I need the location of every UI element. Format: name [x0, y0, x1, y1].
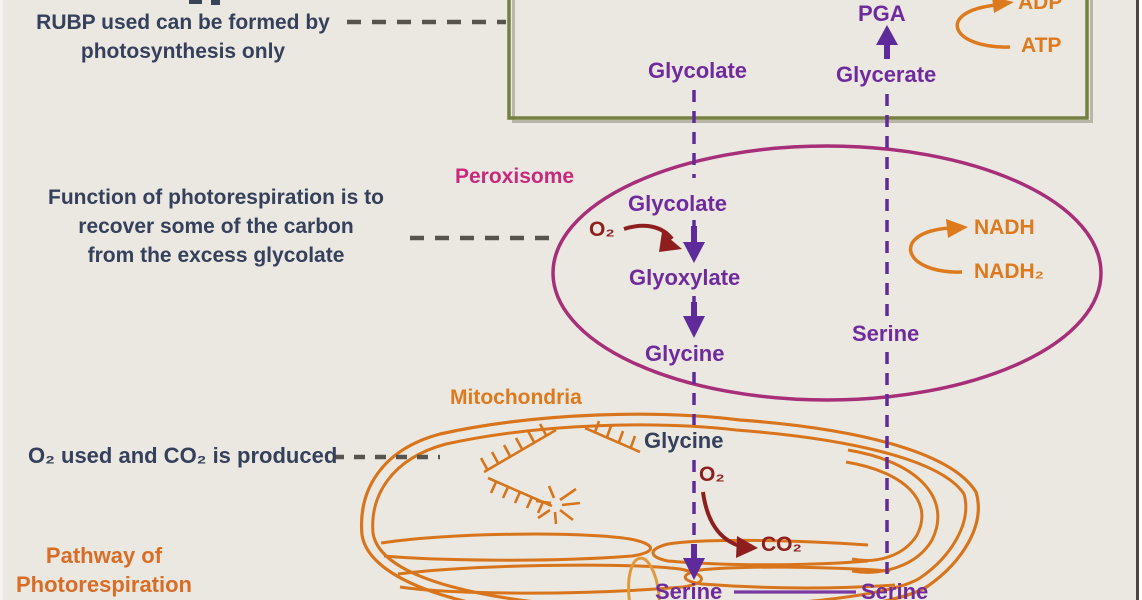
left-edge-strip	[0, 0, 3, 600]
glycolate-chloroplast-label: Glycolate	[648, 58, 748, 83]
o2-arrow-peroxisome	[623, 223, 682, 252]
pga-label: PGA	[858, 1, 906, 26]
rubp-annotation: RUBP used can be formed by photosynthesi…	[18, 8, 348, 66]
glyoxylate-label: Glyoxylate	[629, 265, 741, 290]
peroxisome-label: Peroxisome	[455, 165, 575, 188]
nadh-label: NADH	[974, 216, 1035, 239]
cutoff-text-fragment	[211, 0, 220, 5]
o2-mitochondria-label: O₂	[699, 463, 725, 486]
function-annotation-line3: from the excess glycolate	[87, 244, 345, 267]
nadh-cycle-arrow	[908, 219, 968, 274]
glycine-peroxisome-label: Glycine	[645, 341, 725, 366]
gas-annotation: O₂ used and CO₂ is produced	[28, 443, 338, 468]
peroxisome-ellipse	[551, 144, 1103, 402]
right-edge-strip	[1139, 0, 1142, 600]
function-annotation-line2: recover some of the carbon	[78, 215, 354, 238]
adp-atp-cycle-arrow	[955, 0, 1014, 49]
mitochondria-fold-right-inner	[845, 460, 924, 562]
mitochondria-cristae-comb	[479, 420, 641, 525]
o2-arrow-mitochondria	[701, 491, 758, 558]
mitochondria-fold-right-h2	[683, 565, 896, 590]
mitochondria-fold-left-2	[397, 563, 703, 595]
serine-mitochondria-right-label: Serine	[861, 579, 929, 600]
adp-label: ADP	[1018, 0, 1063, 14]
glycolate-peroxisome-label: Glycolate	[628, 191, 728, 216]
glycolate-pathway-arrowheads	[683, 226, 705, 580]
diagram-title-line2: Photorespiration	[15, 572, 192, 597]
mitochondria-label: Mitochondria	[450, 386, 582, 409]
glycerate-label: Glycerate	[836, 62, 937, 87]
rubp-annotation-line1: RUBP used can be formed by	[36, 11, 330, 34]
cutoff-text-fragment	[189, 0, 202, 4]
rubp-annotation-line2: photosynthesis only	[80, 40, 286, 63]
co2-label: CO₂	[761, 533, 802, 556]
function-annotation: Function of photorespiration is to recov…	[20, 183, 412, 270]
atp-label: ATP	[1021, 34, 1062, 57]
mitochondria-fold-oval	[627, 556, 661, 600]
annotation-dashes	[333, 19, 551, 460]
diagram-title-line1: Pathway of	[45, 543, 163, 568]
mitochondria-fold-left-1	[380, 532, 652, 562]
right-edge-border	[1136, 0, 1139, 600]
mitochondria-inner-membrane	[371, 423, 968, 600]
chloroplast-box-shadow	[512, 0, 1093, 123]
mitochondria-fold-right-h1	[651, 538, 869, 567]
chloroplast-box	[507, 0, 1089, 120]
serine-mitochondria-left-label: Serine	[655, 579, 723, 600]
glycerate-to-pga-arrow	[876, 25, 898, 59]
o2-peroxisome-label: O₂	[589, 218, 615, 241]
serine-peroxisome-label: Serine	[852, 321, 920, 346]
diagram-title: Pathway of Photorespiration	[0, 541, 208, 599]
nadh2-label: NADH₂	[974, 260, 1044, 283]
glycine-mitochondria-label: Glycine	[644, 428, 724, 453]
mitochondria-outer-membrane	[359, 412, 980, 600]
function-annotation-line1: Function of photorespiration is to	[48, 186, 384, 209]
